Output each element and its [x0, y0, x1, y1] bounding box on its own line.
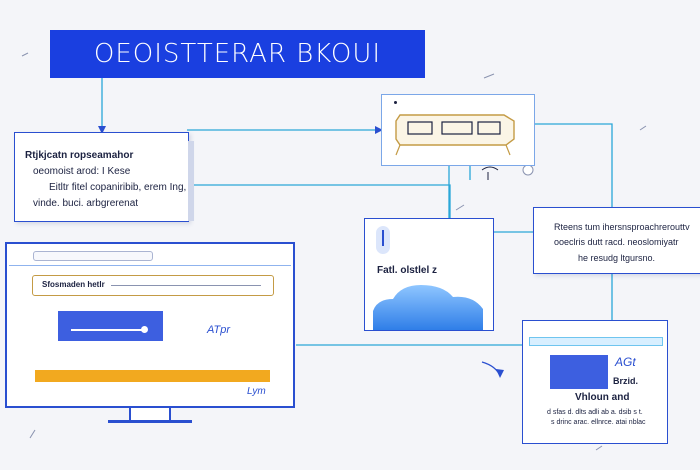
panel-dot — [394, 101, 397, 104]
result-title: Vhloun and — [575, 392, 630, 403]
note-left-line-1: Rtjkjcatn ropseamahor — [25, 150, 134, 161]
upload-card: Fatl. olstlel z — [364, 218, 494, 331]
card-fold — [188, 141, 194, 221]
slider-handle[interactable] — [141, 326, 148, 333]
monitor-stand — [129, 408, 171, 422]
search-label: Sfosmaden hetlr — [42, 280, 105, 289]
result-mark: AGt — [615, 355, 636, 369]
note-right-line-3: he resudg ltgursno. — [578, 253, 656, 263]
result-image — [550, 355, 608, 389]
slider-track — [71, 329, 145, 331]
result-panel-header — [529, 337, 663, 346]
tape-measure-panel — [381, 94, 535, 166]
note-right-line-2: ooeclris dutt racd. neoslomiyatr — [554, 237, 679, 247]
page-title: OEOISTTERAR BKOUI — [50, 30, 425, 78]
search-line — [111, 285, 261, 286]
note-right-line-1: Rteens tum ihersnsproachrerouttv — [554, 222, 690, 232]
signature: Lym — [247, 386, 266, 397]
note-card-right: Rteens tum ihersnsproachrerouttv ooeclri… — [533, 207, 700, 274]
address-bar[interactable] — [33, 251, 153, 261]
note-card-left: Rtjkjcatn ropseamahor oeomoist arod: I K… — [14, 132, 194, 222]
handwritten-mark: ATpr — [207, 324, 231, 336]
monitor-base — [108, 420, 192, 423]
slider-block[interactable] — [58, 311, 163, 341]
tape-measure-icon — [395, 114, 515, 156]
result-panel: AGt Brzid. Vhloun and d sfas d. dlts adl… — [522, 320, 668, 444]
monitor-screen: Sfosmaden hetlr ATpr Lym — [5, 242, 295, 408]
mouse-scroll-line — [382, 230, 384, 246]
search-field[interactable]: Sfosmaden hetlr — [32, 275, 274, 296]
highlight-bar — [35, 370, 270, 382]
cloud-icon — [373, 285, 483, 330]
divider — [9, 265, 291, 266]
note-left-line-4: vinde. buci. arbgrerenat — [33, 198, 139, 209]
upload-card-label: Fatl. olstlel z — [377, 265, 438, 276]
result-subtitle: Brzid. — [613, 376, 639, 386]
note-left-line-2: oeomoist arod: I Kese — [33, 166, 131, 177]
result-fine-line-2: s drinc arac. ellnrce. atai nblac — [551, 419, 646, 426]
note-left-line-3: Eitltr fitel copaniribib, erem Ing, — [49, 182, 187, 193]
result-fine-line-1: d sfas d. dlts adli ab a. dsib s t. — [547, 409, 643, 416]
